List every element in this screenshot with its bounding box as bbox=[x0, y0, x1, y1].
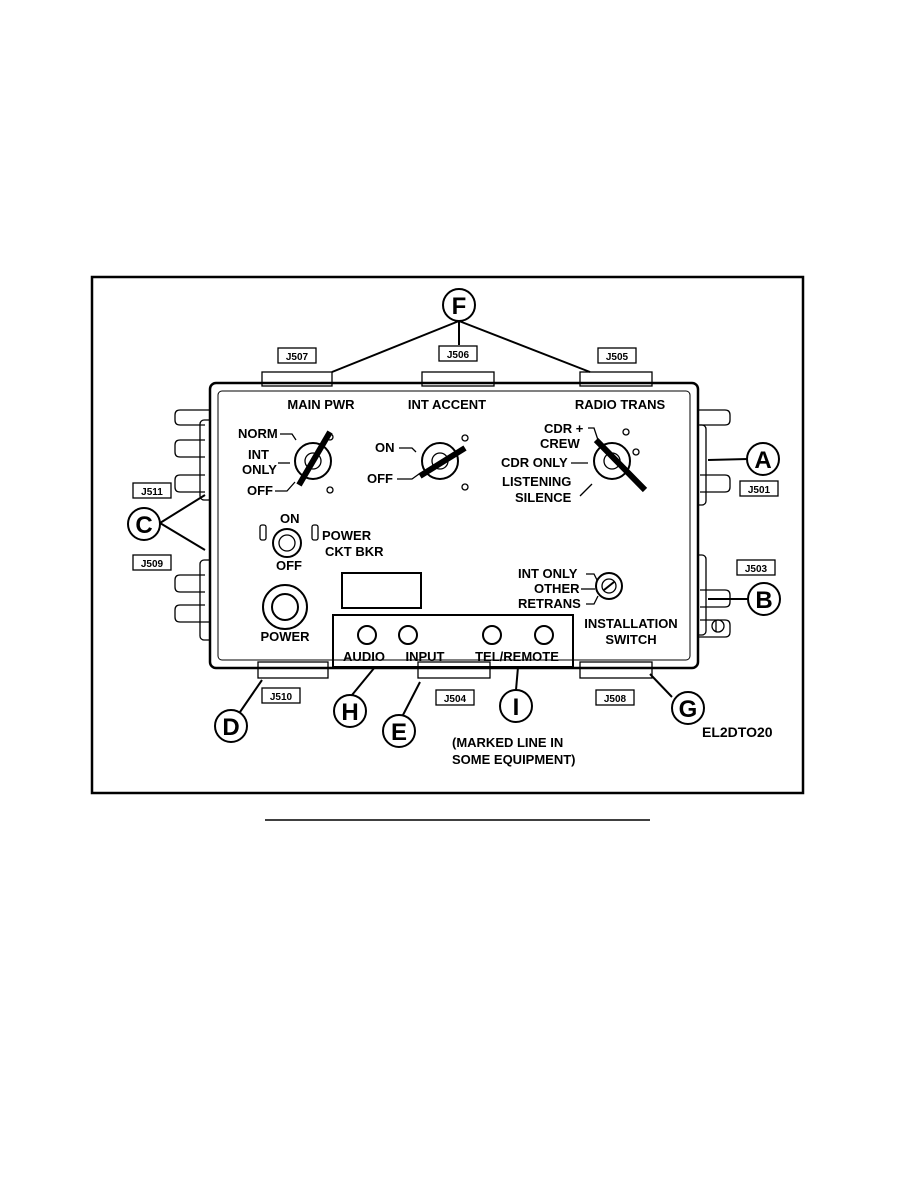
position-label: CREW bbox=[540, 436, 580, 451]
radio-trans-title: RADIO TRANS bbox=[575, 397, 666, 412]
breaker-off-label: OFF bbox=[276, 558, 302, 573]
callout-h: H bbox=[333, 694, 367, 728]
position-label: D bbox=[222, 714, 239, 741]
radio-trans-positions: CDR + CREW CDR ONLY LISTENING SILENCE bbox=[501, 421, 599, 505]
position-label: E bbox=[391, 719, 407, 746]
callout-e: E bbox=[382, 714, 416, 748]
breaker-on-label: ON bbox=[280, 511, 300, 526]
connector-label-j503: J503 bbox=[745, 564, 768, 575]
chassis-inner bbox=[217, 390, 691, 661]
int-accent-title: INT ACCENT bbox=[408, 397, 486, 412]
position-label: I bbox=[513, 694, 520, 721]
position-label: ONLY bbox=[242, 462, 277, 477]
figure-code: EL2DTO20 bbox=[702, 724, 773, 740]
position-label: OFF bbox=[247, 483, 273, 498]
connector-label-j501: J501 bbox=[748, 485, 771, 496]
nameplate bbox=[341, 572, 422, 609]
jack-panel: AUDIO INPUT TEL/REMOTE bbox=[332, 614, 574, 668]
breaker-label-2: CKT BKR bbox=[325, 544, 384, 559]
installation-switch-label-2: SWITCH bbox=[605, 632, 656, 647]
position-label: ON bbox=[375, 440, 395, 455]
callout-c: C bbox=[127, 507, 161, 541]
audio-jack-label: AUDIO bbox=[343, 649, 385, 664]
position-label: RETRANS bbox=[518, 596, 581, 611]
position-label: NORM bbox=[238, 426, 278, 441]
callout-a: A bbox=[746, 442, 780, 476]
int-accent-positions: ON OFF bbox=[367, 440, 420, 486]
int-accent-switch bbox=[418, 434, 469, 491]
callout-g: G bbox=[671, 691, 705, 725]
callout-leaders bbox=[159, 320, 749, 716]
left-brackets bbox=[174, 409, 215, 641]
connector-label-j504: J504 bbox=[444, 694, 467, 705]
position-label: A bbox=[754, 447, 771, 474]
position-label: G bbox=[679, 696, 698, 723]
note-line-1: (MARKED LINE IN bbox=[452, 735, 563, 750]
breaker-label-1: POWER bbox=[322, 528, 372, 543]
connector-label-j511: J511 bbox=[141, 487, 163, 498]
power-circuit-breaker: ON OFF POWER CKT BKR bbox=[259, 511, 384, 573]
callout-i: I bbox=[499, 689, 533, 723]
connector-label-j510: J510 bbox=[270, 692, 293, 703]
position-label: SILENCE bbox=[515, 490, 572, 505]
note-line-2: SOME EQUIPMENT) bbox=[452, 752, 576, 767]
tel-remote-jack-label: TEL/REMOTE bbox=[475, 649, 559, 664]
main-pwr-positions: NORM INT ONLY OFF bbox=[238, 426, 297, 498]
connector-label-j508: J508 bbox=[604, 694, 627, 705]
position-label: OTHER bbox=[534, 581, 580, 596]
installation-switch: INT ONLY OTHER RETRANS INSTALLATION SWIT… bbox=[518, 566, 678, 647]
position-label: F bbox=[452, 293, 467, 320]
top-connector-housings bbox=[257, 371, 653, 679]
figure-frame bbox=[90, 275, 805, 795]
position-label: H bbox=[341, 699, 358, 726]
connector-label-j509: J509 bbox=[141, 559, 164, 570]
connector-label-j507: J507 bbox=[286, 352, 309, 363]
callout-d: D bbox=[214, 709, 248, 743]
position-label: INT bbox=[248, 447, 269, 462]
position-label: LISTENING bbox=[502, 474, 571, 489]
radio-trans-switch bbox=[593, 428, 648, 493]
power-label: POWER bbox=[260, 629, 310, 644]
callout-f: F bbox=[442, 288, 476, 322]
callout-b: B bbox=[747, 582, 781, 616]
installation-switch-label-1: INSTALLATION bbox=[584, 616, 677, 631]
main-pwr-title: MAIN PWR bbox=[287, 397, 355, 412]
position-label: CDR ONLY bbox=[501, 455, 568, 470]
input-jack-label: INPUT bbox=[406, 649, 445, 664]
main-pwr-switch bbox=[294, 430, 334, 494]
position-label: CDR + bbox=[544, 421, 584, 436]
power-indicator: POWER bbox=[260, 584, 310, 644]
position-label: INT ONLY bbox=[518, 566, 578, 581]
position-label: C bbox=[135, 512, 152, 539]
connector-label-j505: J505 bbox=[606, 352, 629, 363]
position-label: OFF bbox=[367, 471, 393, 486]
position-label: B bbox=[755, 587, 772, 614]
connector-label-j506: J506 bbox=[447, 350, 470, 361]
connector-labels: J507 J506 J505 J511 J509 J501 J503 J510 … bbox=[132, 345, 779, 706]
